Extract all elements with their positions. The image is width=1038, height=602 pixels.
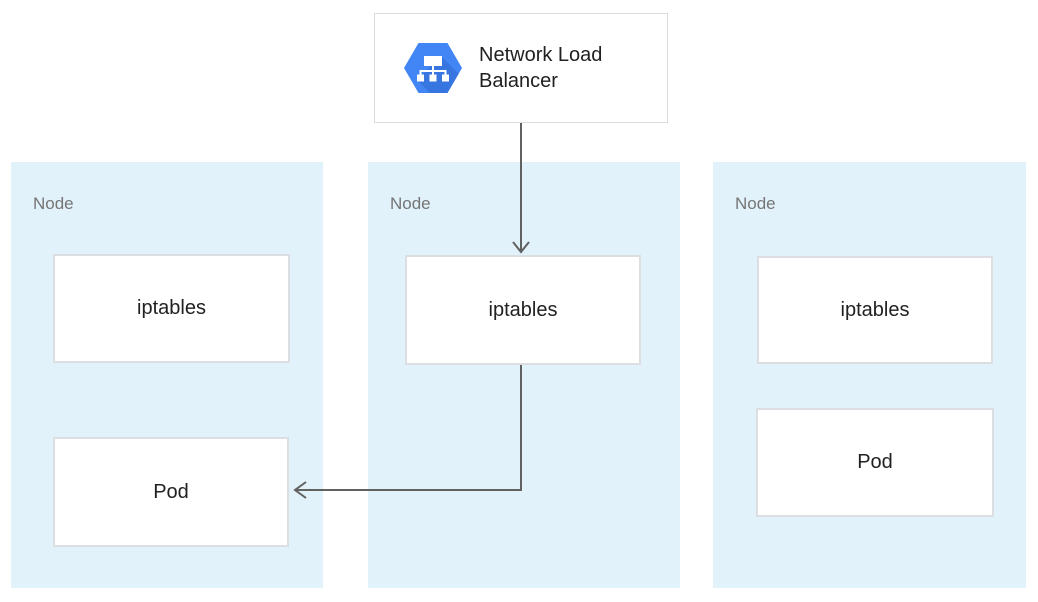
network-tree-glyph bbox=[417, 56, 449, 82]
iptables-label: iptables bbox=[488, 298, 558, 321]
iptables-label: iptables bbox=[137, 297, 206, 319]
pod-label: Pod bbox=[153, 480, 189, 503]
load-balancer-label: Network Load Balancer bbox=[479, 44, 603, 92]
load-balancer-card: Network Load Balancer bbox=[374, 13, 668, 123]
node-left-iptables-box: iptables bbox=[53, 254, 290, 363]
node-right-pod-box: Pod bbox=[756, 408, 994, 517]
node-label: Node bbox=[390, 194, 431, 213]
node-middle-iptables-box: iptables bbox=[405, 255, 641, 365]
iptables-label: iptables bbox=[840, 298, 910, 321]
node-right-iptables-box: iptables bbox=[757, 256, 993, 364]
node-label: Node bbox=[33, 194, 74, 213]
node-left: Node iptables Pod bbox=[11, 162, 323, 588]
pod-label: Pod bbox=[857, 451, 893, 473]
icon-inner-shadow bbox=[417, 56, 462, 93]
node-left-pod-box: Pod bbox=[53, 437, 289, 547]
network-load-balancer-icon bbox=[404, 43, 462, 93]
node-label: Node bbox=[735, 194, 776, 213]
node-right: Node iptables Pod bbox=[713, 162, 1026, 588]
node-middle: Node iptables bbox=[368, 162, 680, 588]
